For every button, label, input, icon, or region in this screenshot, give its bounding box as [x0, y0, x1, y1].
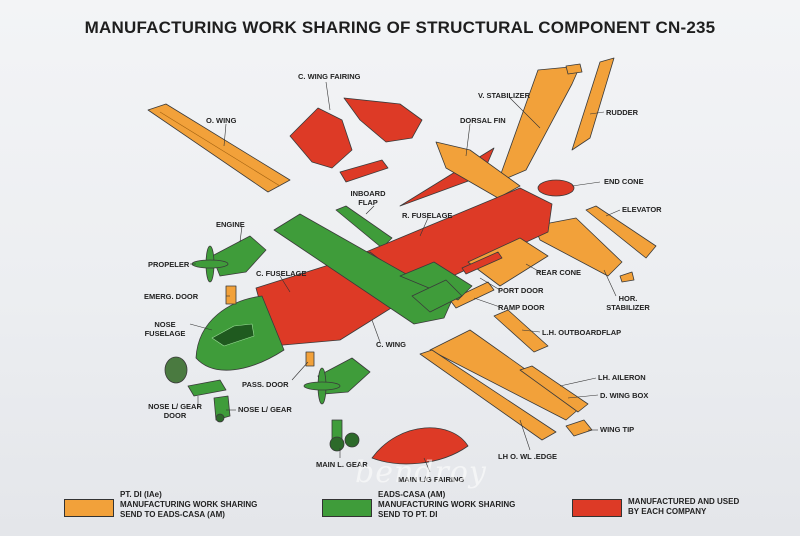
- nose-cone-part: [164, 356, 188, 384]
- pass-door-part: [305, 351, 315, 367]
- lh-o-wl-edge-part: [419, 349, 557, 441]
- label-engine: ENGINE: [216, 220, 245, 229]
- legend-swatch-each-company: [572, 499, 622, 517]
- label-r-fuselage: R. FUSELAGE: [402, 211, 453, 220]
- label-dorsal-fin: DORSAL FIN: [460, 116, 506, 125]
- label-c-fuselage: C. FUSELAGE: [256, 269, 307, 278]
- propeller-part: [191, 245, 229, 283]
- label-nose-fuselage: NOSE FUSELAGE: [144, 320, 186, 338]
- nose-lgear-part: [213, 395, 231, 421]
- label-propeler: PROPELER: [148, 260, 190, 269]
- propeller-part-2: [303, 367, 341, 405]
- rudder-part: [571, 57, 615, 151]
- nose-lgear-door-part: [187, 379, 227, 397]
- label-pass-door: PASS. DOOR: [242, 380, 289, 389]
- c-wing-part: [273, 213, 453, 325]
- label-lh-aileron: LH. AILERON: [598, 373, 646, 382]
- inboard-flap-part: [335, 205, 393, 249]
- label-o-wing: O. WING: [206, 116, 237, 125]
- hor-stabilizer-small: [619, 271, 635, 283]
- legend-text-eads-casa: EADS-CASA (AM) MANUFACTURING WORK SHARIN…: [378, 490, 516, 519]
- label-elevator: ELEVATOR: [622, 205, 662, 214]
- emerg-door-part: [225, 285, 237, 305]
- v-stabilizer-tip: [565, 63, 583, 75]
- nose-wheel: [215, 413, 225, 423]
- legend-text-pt-di: PT. DI (IAe) MANUFACTURING WORK SHARING …: [120, 490, 258, 519]
- main-lg-fairing-part: [371, 427, 469, 465]
- label-hor-stabilizer: HOR. STABILIZER: [606, 294, 650, 312]
- label-lh-o-wl-edge: LH O. WL .EDGE: [498, 452, 558, 461]
- label-d-wing-box: D. WING BOX: [600, 391, 649, 400]
- legend-text-each-company: MANUFACTURED AND USED BY EACH COMPANY: [628, 497, 740, 516]
- hor-stabilizer-part: [533, 217, 623, 277]
- c-wing-fairing-part: [289, 107, 353, 169]
- v-stabilizer-part: [497, 65, 581, 183]
- label-v-stabilizer: V. STABILIZER: [478, 91, 531, 100]
- label-c-wing-fairing: C. WING FAIRING: [298, 72, 361, 81]
- legend-swatch-eads-casa: [322, 499, 372, 517]
- label-wing-tip: WING TIP: [600, 425, 635, 434]
- watermark-text: bendroy: [355, 455, 487, 490]
- rear-cone-part: [467, 237, 549, 287]
- label-main-l-gear: MAIN L. GEAR: [316, 460, 368, 469]
- poster-title: MANUFACTURING WORK SHARING OF STRUCTURAL…: [84, 18, 716, 37]
- label-main-lg-fairing: MAIN L/G FAIRING: [398, 475, 465, 484]
- label-c-wing: C. WING: [376, 340, 406, 349]
- end-cone-part: [537, 179, 575, 197]
- label-nose-lgear: NOSE L/ GEAR: [238, 405, 292, 414]
- label-ramp-door: RAMP DOOR: [498, 303, 545, 312]
- port-door-part: [461, 251, 503, 275]
- label-nose-lgear-door: NOSE L/ GEAR DOOR: [148, 402, 202, 420]
- legend-swatch-pt-di: [64, 499, 114, 517]
- main-lgear-part: [329, 419, 360, 452]
- lh-outboardflap-part: [493, 309, 549, 353]
- label-lh-outboardflap: L.H. OUTBOARDFLAP: [542, 328, 622, 337]
- ramp-door-part: [449, 281, 495, 309]
- c-wing-lower-part: [411, 279, 463, 313]
- label-emerg-door: EMERG. DOOR: [144, 292, 199, 301]
- label-rear-cone: REAR CONE: [536, 268, 582, 277]
- dorsal-fin-block: [435, 141, 521, 199]
- c-wing-fairing-part-2: [343, 97, 423, 143]
- label-port-door: PORT DOOR: [498, 286, 544, 295]
- label-rudder: RUDDER: [606, 108, 639, 117]
- wing-tip-part: [565, 419, 593, 437]
- cockpit-windows: [211, 323, 255, 347]
- label-inboard-flap: INBOARD FLAP: [350, 189, 386, 207]
- label-end-cone: END CONE: [604, 177, 644, 186]
- elevator-part: [585, 205, 657, 259]
- lh-aileron-part: [519, 365, 589, 413]
- c-wing-fairing-part-3: [339, 159, 389, 183]
